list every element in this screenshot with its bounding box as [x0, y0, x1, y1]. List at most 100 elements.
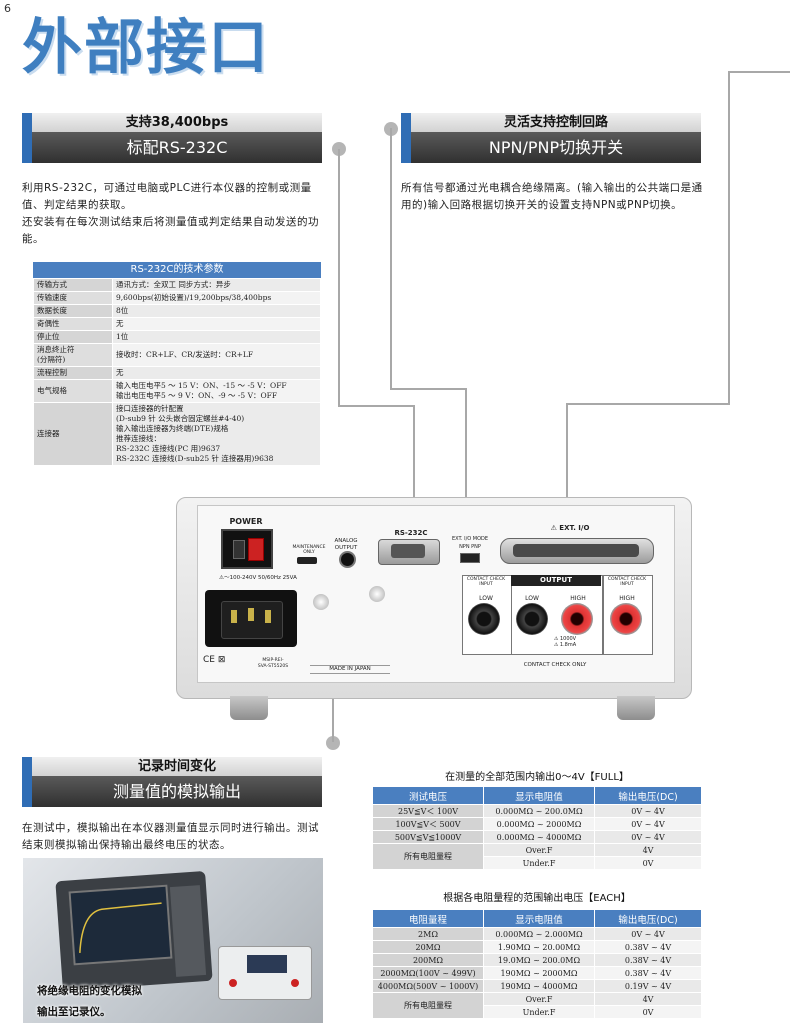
output-cell: 0.000MΩ ~ 200.0MΩ: [483, 804, 595, 818]
cert-code: MSIP-REI- SVA-ST5520S: [257, 658, 289, 669]
contact-check-input-left-label: CONTACT CHECK INPUT: [466, 577, 506, 587]
made-in-label: MADE IN JAPAN: [310, 665, 390, 674]
output-cell: Over.F: [483, 992, 595, 1006]
output-cell: 0V ~ 4V: [594, 804, 702, 818]
all-ranges-label: 所有电阻量程: [372, 992, 484, 1019]
terminal-high-right-label: HIGH: [619, 595, 635, 602]
rs232-description: 利用RS-232C，可通过电脑或PLC进行本仪器的控制或测量值、判定结果的获取。…: [22, 182, 319, 245]
output-cell: 0.000MΩ ~ 2000MΩ: [483, 817, 595, 831]
output-cell: Under.F: [483, 856, 595, 870]
callout-dot-analog: [326, 736, 340, 750]
output-cell: 500V≦V≦1000V: [372, 830, 484, 844]
right-foot: [617, 696, 655, 720]
output-cell: 2000MΩ(100V ~ 499V): [372, 966, 484, 980]
full-col-voltage: 测试电压: [372, 786, 484, 805]
ext-io-label: ⚠ EXT. I/O: [550, 524, 590, 532]
all-ranges-label: 所有电阻量程: [372, 843, 484, 870]
power-switch[interactable]: [221, 529, 273, 569]
output-cell: 200MΩ: [372, 953, 484, 967]
terminal-high-output-label: HIGH: [570, 595, 586, 602]
each-col-range: 电阻量程: [372, 909, 484, 928]
spec-key: 传输速度: [33, 291, 113, 305]
output-cell: Over.F: [483, 843, 595, 857]
screw-right: [369, 586, 385, 602]
output-rating: ⚠ 1000V ⚠ 1.8mA: [553, 636, 577, 648]
analog-banner-top: 记录时间变化: [32, 757, 322, 776]
npn-banner-bottom: NPN/PNP切换开关: [411, 132, 701, 163]
output-header: [511, 575, 601, 586]
each-col-resistance: 显示电阻值: [483, 909, 595, 928]
ext-io-connector[interactable]: [500, 538, 654, 564]
spec-key: 流程控制: [33, 366, 113, 380]
spec-row: 奇偶性无: [33, 317, 321, 331]
output-cell: 25V≦V＜ 100V: [372, 804, 484, 818]
power-inlet[interactable]: [205, 590, 297, 647]
rs232c-port[interactable]: [378, 539, 440, 565]
output-cell: 0.000MΩ ~ 4000MΩ: [483, 830, 595, 844]
output-cell: 19.0MΩ ~ 200.0MΩ: [483, 953, 595, 967]
output-cell: 0.38V ~ 4V: [594, 953, 702, 967]
contact-check-only-label: CONTACT CHECK ONLY: [523, 662, 587, 668]
npn-pnp-label: NPN PNP: [459, 544, 481, 550]
spec-value: 输入电压电平5 ～ 15 V：ON、-15 ～ -5 V：OFF 输出电压电平5…: [112, 379, 321, 403]
spec-table-title: RS-232C的技术参数: [33, 262, 321, 278]
output-cell: Under.F: [483, 1005, 595, 1019]
terminal-low-left-label: LOW: [479, 595, 493, 602]
full-table-title: 在测量的全部范围内输出0～4V【FULL】: [445, 772, 629, 783]
output-cell: 4V: [594, 992, 702, 1006]
output-label: OUTPUT: [540, 576, 572, 584]
recorder-photo: [23, 858, 323, 1023]
terminal-low-output[interactable]: [516, 603, 548, 635]
output-cell: 0.19V ~ 4V: [594, 979, 702, 993]
spec-value: 接口连接器的针配置 (D-sub9 针 公头嵌合固定螺丝#4-40) 输入输出连…: [112, 402, 321, 466]
cert-marks: CE ⊠: [203, 655, 226, 665]
left-foot: [230, 696, 268, 720]
npn-banner-top: 灵活支持控制回路: [411, 113, 701, 132]
rs232c-port-label: RS-232C: [394, 529, 428, 537]
spec-value: 无: [112, 366, 321, 380]
page-title: 外部接口: [22, 13, 270, 83]
analog-output-label: ANALOG OUTPUT: [334, 538, 358, 551]
output-cell: 4V: [594, 843, 702, 857]
analog-output-jack[interactable]: [339, 551, 356, 568]
npn-pnp-switch[interactable]: [460, 553, 480, 563]
rs232-banner-top: 支持38,400bps: [32, 113, 322, 132]
analog-banner-bottom: 测量值的模拟输出: [32, 776, 322, 807]
spec-key: 停止位: [33, 330, 113, 344]
terminal-high-right[interactable]: [610, 603, 642, 635]
spec-key: 连接器: [33, 402, 113, 466]
spec-row: 传输方式通讯方式：全双工 同步方式：异步: [33, 278, 321, 292]
output-cell: 0V ~ 4V: [594, 817, 702, 831]
output-cell: 1.90MΩ ~ 20.00MΩ: [483, 940, 595, 954]
spec-key: 传输方式: [33, 278, 113, 292]
npn-banner: 灵活支持控制回路 NPN/PNP切换开关: [401, 113, 701, 163]
full-col-resistance: 显示电阻值: [483, 786, 595, 805]
full-col-output: 输出电压(DC): [594, 786, 702, 805]
spec-row: 电气规格输入电压电平5 ～ 15 V：ON、-15 ～ -5 V：OFF 输出电…: [33, 379, 321, 403]
terminal-low-left[interactable]: [468, 603, 500, 635]
rs232-banner: 支持38,400bps 标配RS-232C: [22, 113, 322, 163]
output-cell: 190MΩ ~ 2000MΩ: [483, 966, 595, 980]
usb-port[interactable]: [297, 557, 317, 564]
terminal-high-output[interactable]: [561, 603, 593, 635]
each-table-title: 根据各电阻量程的范围输出电压【EACH】: [443, 893, 631, 904]
